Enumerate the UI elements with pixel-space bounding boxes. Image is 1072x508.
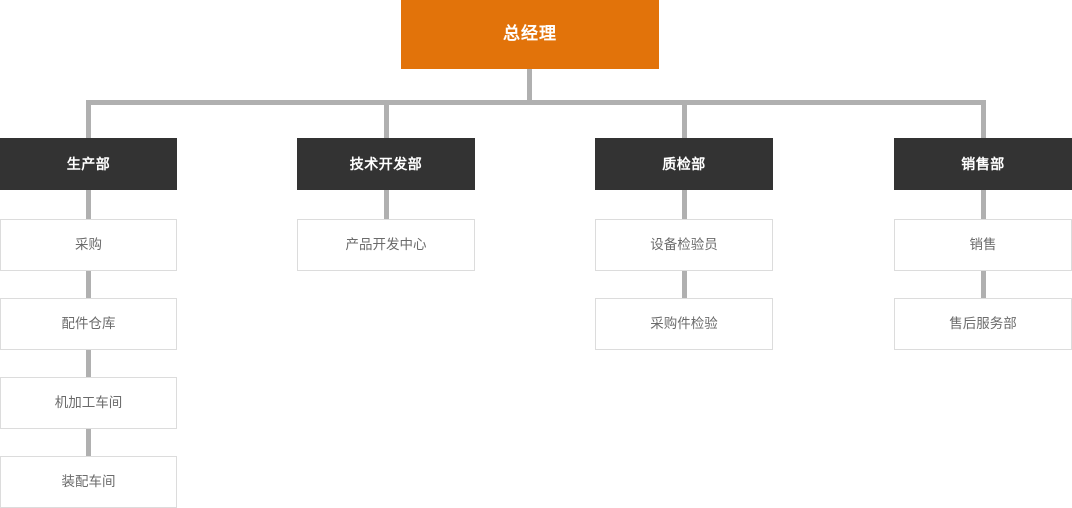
connector-branch-4-to-child-2 bbox=[981, 271, 986, 298]
node-branch-1-child-3[interactable]: 机加工车间 bbox=[0, 377, 177, 429]
node-department-2[interactable]: 技术开发部 bbox=[297, 138, 475, 190]
connector-drop-branch-4 bbox=[981, 100, 986, 138]
node-branch-2-child-1[interactable]: 产品开发中心 bbox=[297, 219, 475, 271]
node-department-3-label: 质检部 bbox=[662, 155, 706, 172]
node-department-4[interactable]: 销售部 bbox=[894, 138, 1072, 190]
connector-root-stem bbox=[527, 69, 532, 102]
node-branch-1-child-3-label: 机加工车间 bbox=[54, 394, 123, 410]
connector-horizontal-bus bbox=[86, 100, 986, 105]
node-branch-4-child-2[interactable]: 售后服务部 bbox=[894, 298, 1072, 350]
connector-branch-3-to-child-2 bbox=[682, 271, 687, 298]
node-branch-4-child-1[interactable]: 销售 bbox=[894, 219, 1072, 271]
node-branch-3-child-1-label: 设备检验员 bbox=[650, 236, 718, 252]
node-branch-3-child-2-label: 采购件检验 bbox=[650, 315, 718, 331]
node-root-general-manager[interactable]: 总经理 bbox=[401, 0, 659, 69]
node-branch-1-child-4-label: 装配车间 bbox=[61, 473, 116, 489]
node-root-label: 总经理 bbox=[503, 24, 557, 44]
node-department-1-label: 生产部 bbox=[66, 155, 111, 172]
connector-drop-branch-1 bbox=[86, 100, 91, 138]
node-branch-4-child-2-label: 售后服务部 bbox=[949, 315, 1017, 331]
node-branch-3-child-2[interactable]: 采购件检验 bbox=[595, 298, 773, 350]
connector-branch-1-to-child-3 bbox=[86, 350, 91, 377]
connector-branch-4-to-child-1 bbox=[981, 190, 986, 219]
node-department-1[interactable]: 生产部 bbox=[0, 138, 177, 190]
node-branch-1-child-1-label: 采购 bbox=[75, 236, 102, 252]
node-branch-1-child-2[interactable]: 配件仓库 bbox=[0, 298, 177, 350]
connector-branch-1-to-child-4 bbox=[86, 429, 91, 456]
connector-drop-branch-2 bbox=[384, 100, 389, 138]
node-department-2-label: 技术开发部 bbox=[349, 155, 423, 172]
node-department-3[interactable]: 质检部 bbox=[595, 138, 773, 190]
node-branch-1-child-2-label: 配件仓库 bbox=[61, 315, 116, 331]
node-branch-4-child-1-label: 销售 bbox=[969, 236, 997, 252]
node-branch-1-child-1[interactable]: 采购 bbox=[0, 219, 177, 271]
connector-branch-3-to-child-1 bbox=[682, 190, 687, 219]
connector-drop-branch-3 bbox=[682, 100, 687, 138]
connector-branch-1-to-child-2 bbox=[86, 271, 91, 298]
node-branch-2-child-1-label: 产品开发中心 bbox=[345, 236, 427, 252]
node-department-4-label: 销售部 bbox=[961, 155, 1005, 172]
node-branch-3-child-1[interactable]: 设备检验员 bbox=[595, 219, 773, 271]
connector-branch-1-to-child-1 bbox=[86, 190, 91, 219]
connector-branch-2-to-child-1 bbox=[384, 190, 389, 219]
node-branch-1-child-4[interactable]: 装配车间 bbox=[0, 456, 177, 508]
